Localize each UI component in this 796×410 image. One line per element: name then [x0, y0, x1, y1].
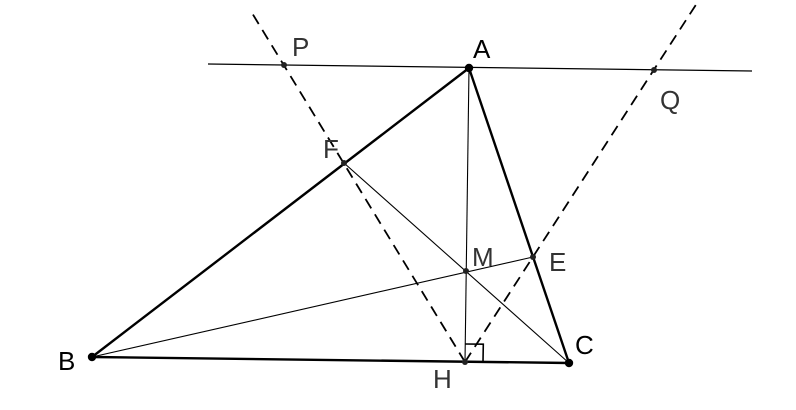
label-f: F [323, 134, 339, 164]
point-b [87, 352, 97, 362]
altitude-be [91, 256, 534, 358]
side-bc [91, 355, 570, 365]
point-h [462, 359, 468, 365]
point-e [530, 254, 536, 260]
label-p: P [292, 32, 309, 62]
label-h: H [433, 364, 452, 394]
label-a: A [473, 34, 491, 64]
side-ac [467, 67, 571, 364]
point-c [564, 358, 574, 368]
point-f [341, 160, 347, 166]
label-m: M [472, 242, 494, 272]
right-angle-mark-h [465, 343, 485, 363]
label-q: Q [660, 85, 680, 115]
dashed-line-hq [464, 0, 700, 363]
dashed-line-hp [251, 12, 466, 363]
line-pq [207, 63, 753, 72]
point-q [651, 67, 657, 73]
altitude-cf [343, 162, 570, 364]
label-c: C [575, 330, 594, 360]
point-a [464, 63, 474, 73]
label-e: E [549, 247, 566, 277]
side-ab [91, 67, 470, 358]
point-p [281, 62, 287, 68]
label-b: B [58, 346, 75, 376]
altitude-ah [464, 67, 470, 363]
point-m [463, 268, 469, 274]
